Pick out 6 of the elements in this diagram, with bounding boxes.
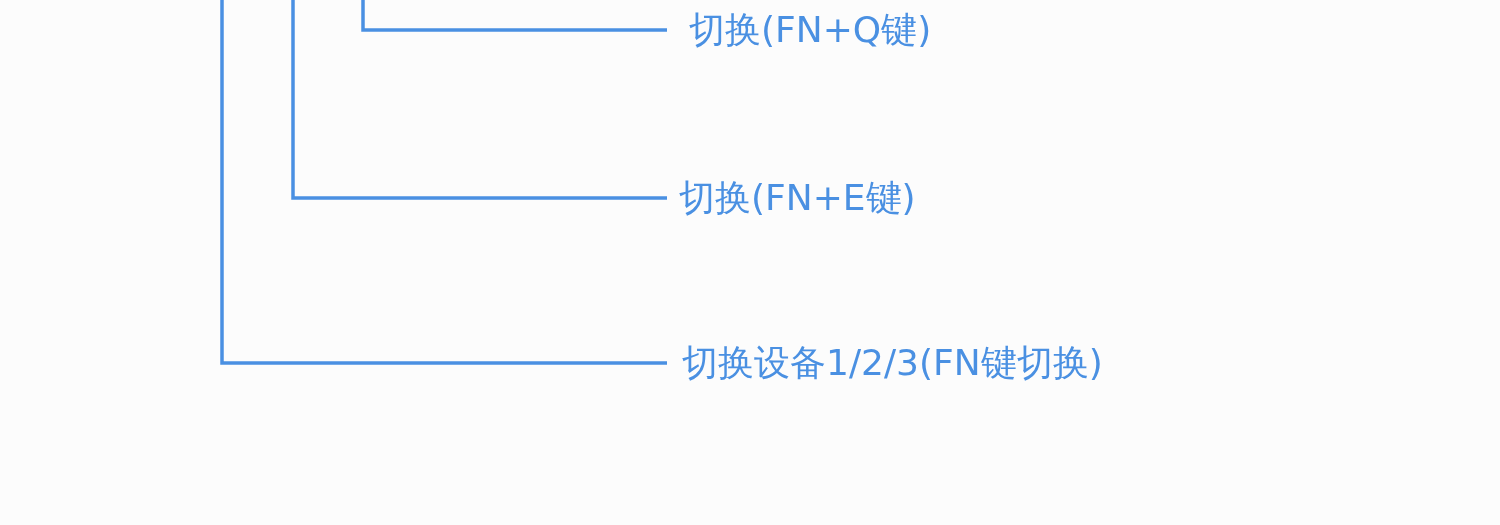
- leader-line: [361, 0, 667, 32]
- leader-line: [220, 0, 667, 365]
- leader-line: [291, 0, 667, 200]
- callout-label: 切换设备1/2/3(FN键切换): [667, 341, 1103, 385]
- callout-label: 切换(FN+E键): [667, 176, 916, 220]
- callout-label: 切换(FN+Q键): [667, 8, 932, 52]
